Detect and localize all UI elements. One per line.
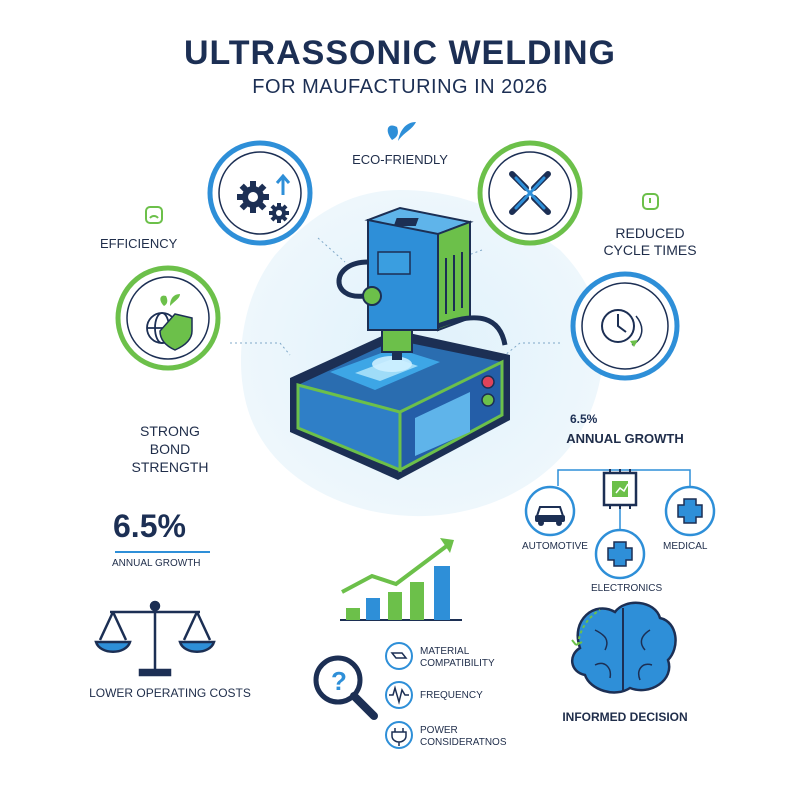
car-circle-icon	[524, 485, 576, 537]
waveform-icon	[385, 681, 413, 709]
efficiency-label: EFFICIENCY	[100, 236, 178, 251]
eco-leaf-icon	[387, 122, 416, 141]
growth-right-label: ANNUAL GROWTH	[566, 431, 684, 446]
lower-operating-costs-label: LOWER OPERATING COSTS	[89, 686, 251, 700]
globe-shield-circle-icon	[115, 265, 221, 371]
growth-right-value: 6.5%	[570, 412, 598, 426]
clock-icon	[601, 309, 635, 343]
efficiency-gauge-icon	[145, 206, 163, 224]
welding-machine-illustration	[290, 206, 510, 480]
factor-material-label: MATERIAL COMPATIBILITY	[420, 646, 495, 669]
scale-icon	[94, 600, 216, 677]
arrow-up-icon	[275, 173, 291, 195]
strong-bond-strength-label: STRONG BOND STRENGTH	[131, 423, 209, 475]
svg-text:?: ?	[331, 666, 347, 696]
growth-left-value: 6.5%	[113, 508, 186, 544]
plug-icon	[385, 721, 413, 749]
industry-electronics: ELECTRONICS	[591, 583, 663, 594]
page-title: ULTRASSONIC WELDING	[183, 34, 616, 72]
gears-circle-icon	[207, 140, 313, 246]
growth-left-label: ANNUAL GROWTH	[112, 558, 201, 569]
page-subtitle: FOR MAUFACTURING IN 2026	[252, 76, 548, 98]
eco-friendly-label: ECO-FRIENDLY	[352, 152, 448, 167]
cross-arrows-circle-icon	[477, 140, 583, 246]
industry-medical: MEDICAL	[663, 541, 708, 552]
brain-icon	[571, 601, 677, 694]
leaf-icon	[160, 294, 180, 306]
timer-small-icon	[642, 193, 659, 210]
magnifier-question-icon: ?	[313, 655, 378, 720]
growth-bar-chart-icon	[340, 538, 462, 621]
industry-automotive: AUTOMOTIVE	[522, 541, 588, 552]
informed-decision-label: INFORMED DECISION	[562, 710, 688, 724]
factor-frequency-label: FREQUENCY	[420, 690, 483, 701]
factor-power-label: POWER CONSIDERATNOS	[420, 725, 507, 748]
chip-icon	[602, 469, 638, 509]
shield-icon	[159, 313, 193, 351]
clock-circle-icon	[570, 271, 680, 381]
medical-cross-circle-icon	[664, 485, 716, 537]
material-icon	[385, 642, 413, 670]
connector-lines	[230, 237, 560, 356]
reduced-cycle-times-label: REDUCED CYCLE TIMES	[603, 225, 697, 258]
electronics-cross-circle-icon	[594, 528, 646, 580]
gear-icon	[237, 181, 289, 223]
